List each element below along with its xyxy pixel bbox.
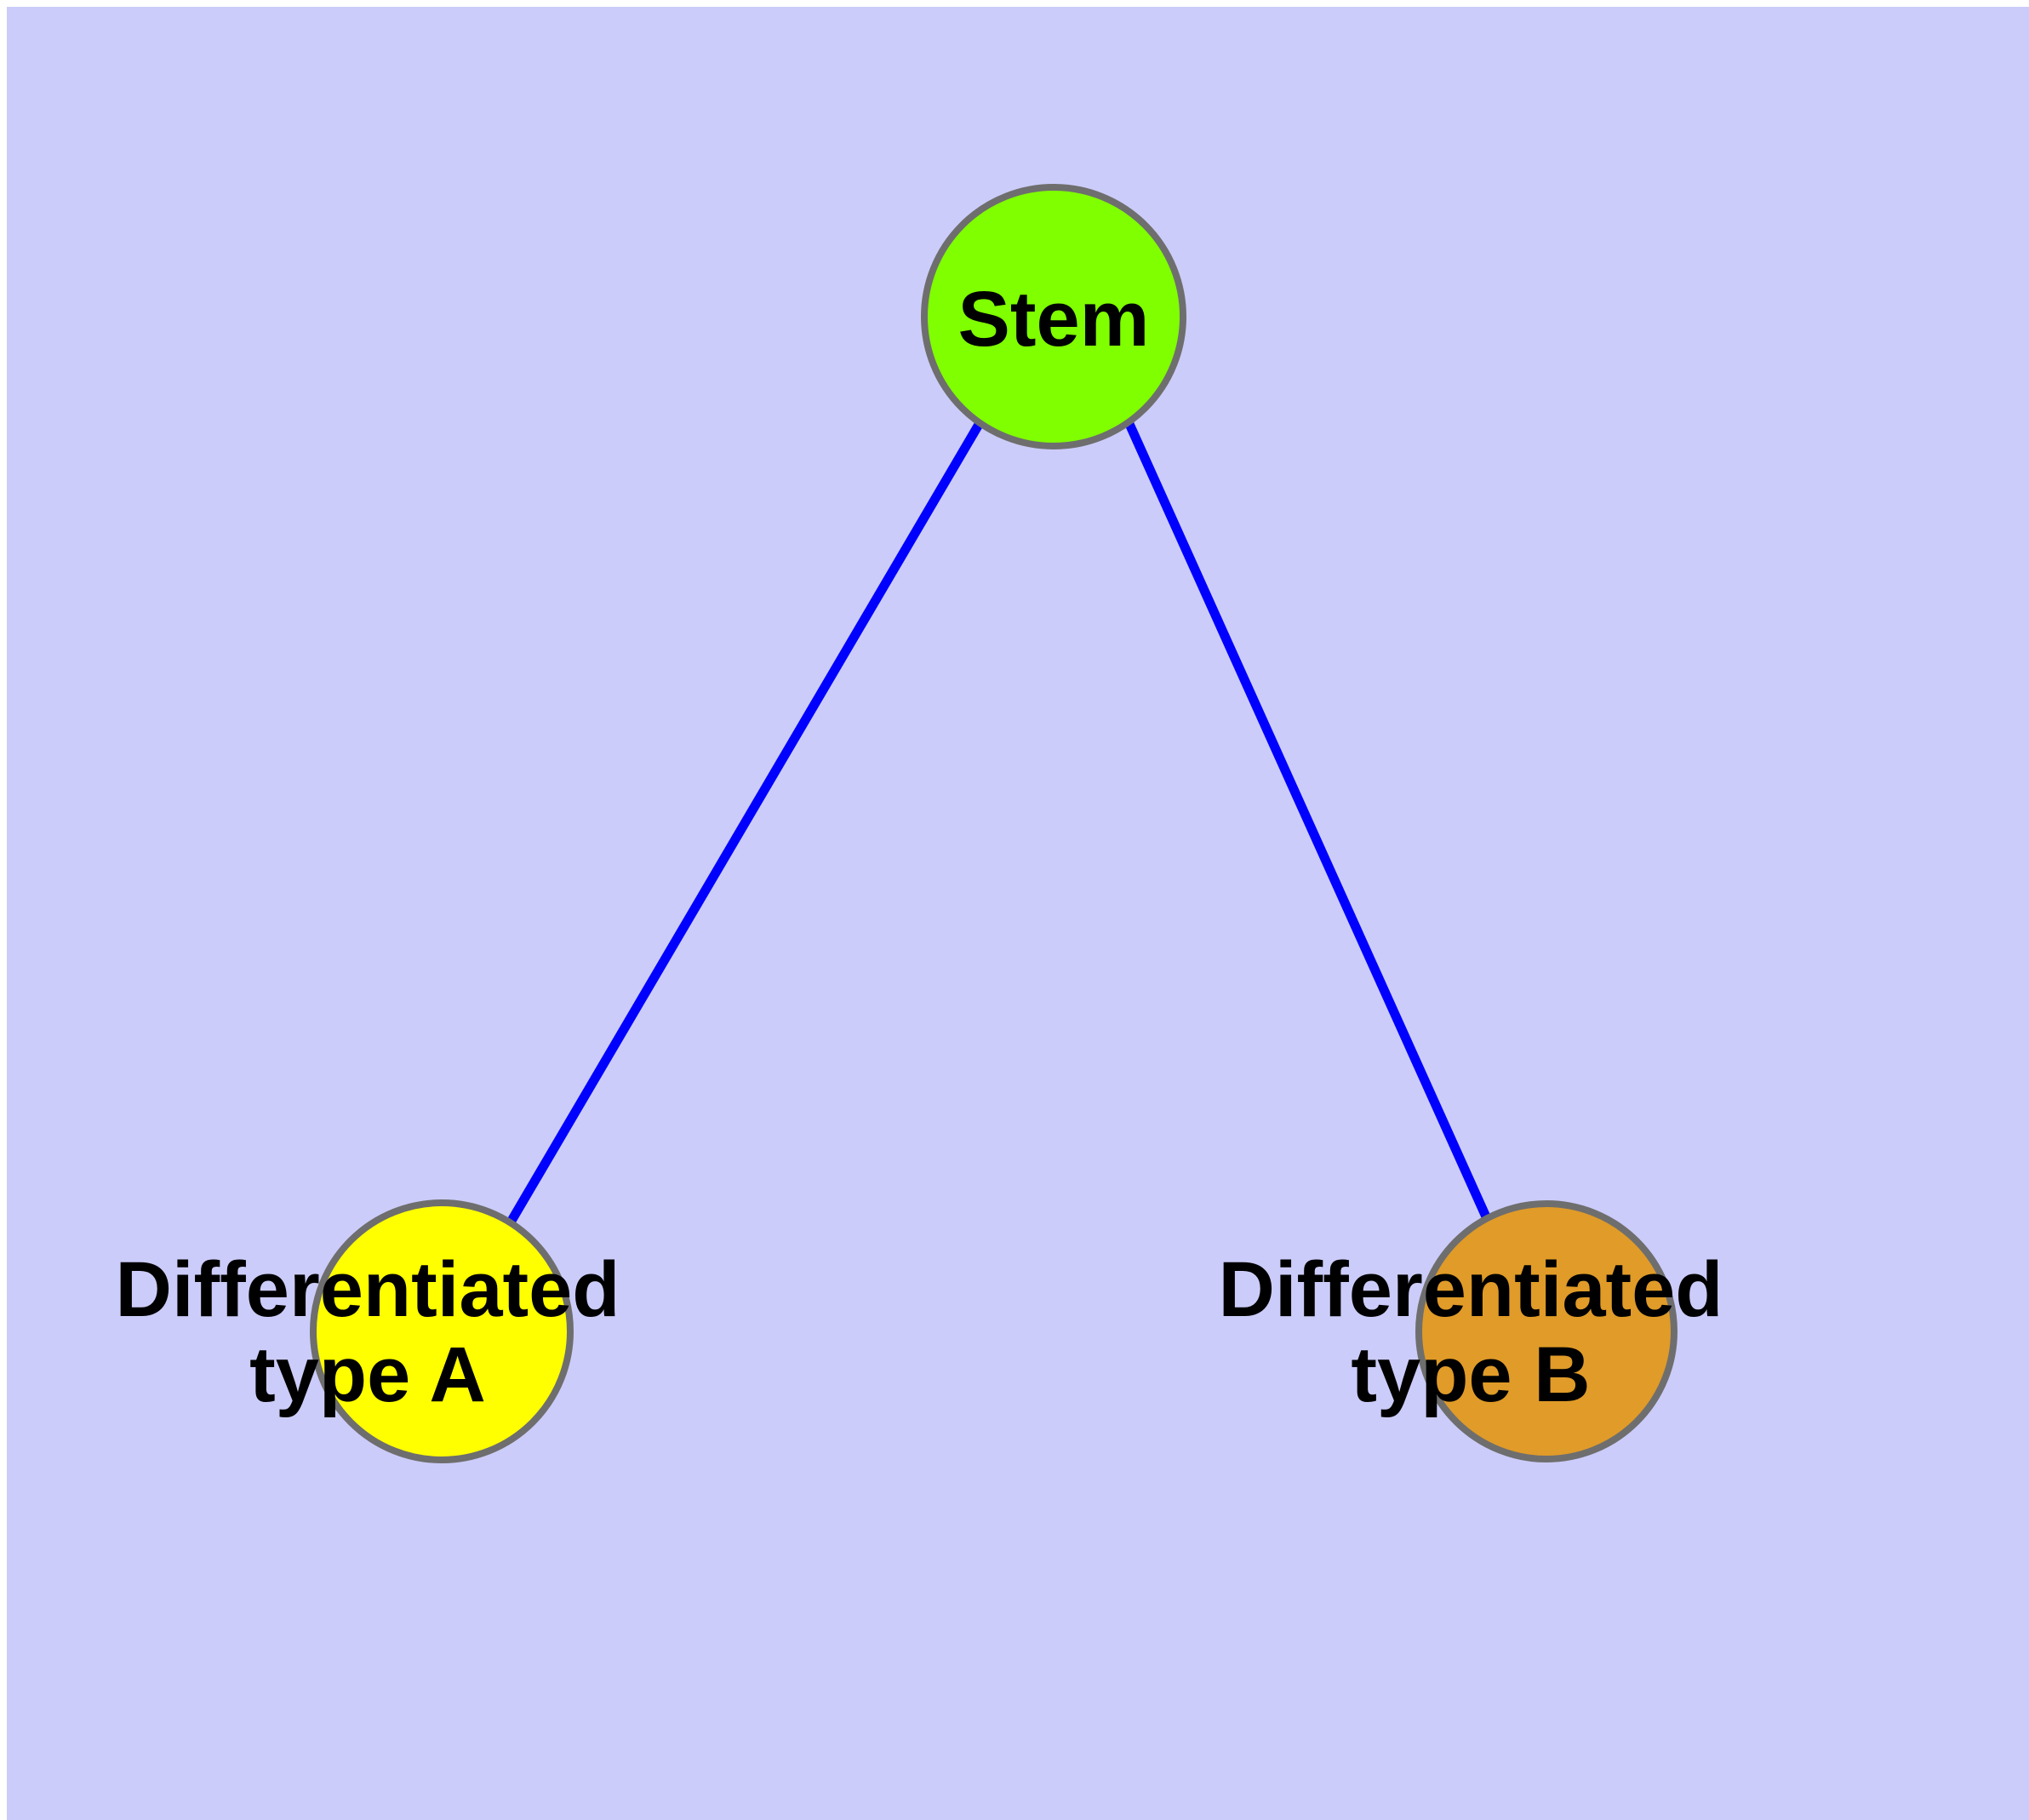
node-label-line: type B [1351, 1331, 1590, 1418]
edge-layer [507, 421, 1494, 1225]
node-circle-diff_b[interactable] [1415, 1200, 1677, 1462]
node-circle-diff_a[interactable] [310, 1199, 574, 1463]
edge-stem-to-diff-a[interactable] [507, 421, 984, 1223]
node-label-stem: Stem [958, 276, 1150, 363]
node-label-line: Differentiated [1219, 1246, 1723, 1333]
node-circle-stem[interactable] [921, 184, 1186, 449]
node-label-line: Stem [958, 276, 1150, 363]
node-layer [310, 184, 1677, 1463]
node-label-line: Differentiated [116, 1246, 620, 1333]
node-label-line: type A [249, 1331, 486, 1418]
edge-stem-to-diff-b[interactable] [1124, 421, 1494, 1225]
